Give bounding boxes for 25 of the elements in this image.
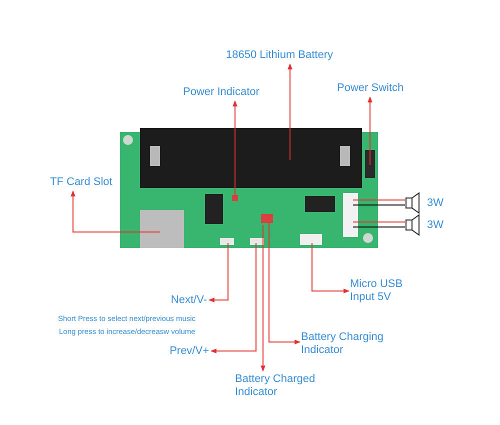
picture (120, 128, 378, 248)
callout-label: Power Switch (337, 82, 409, 95)
callout-label: Micro USB Input 5V (350, 278, 425, 304)
callout-label: TF Card Slot (50, 176, 120, 189)
speaker-icon (406, 192, 420, 214)
leader-arrow (210, 242, 256, 354)
wire (352, 204, 406, 206)
leader-arrow (70, 190, 160, 232)
leader-arrow (368, 96, 372, 166)
callout-label: 18650 Lithium Battery (226, 49, 346, 62)
speaker-icon (406, 214, 420, 236)
callout-label: Battery Charged Indicator (235, 373, 330, 399)
callout-label: Power Indicator (183, 86, 273, 99)
callout-label: Battery Charging Indicator (301, 331, 396, 357)
wattage-label: 3W (427, 197, 444, 210)
wire (352, 226, 406, 228)
wattage-label: 3W (427, 219, 444, 232)
leader-arrow (232, 100, 238, 198)
leader-arrow (268, 222, 301, 344)
leader-arrow (288, 63, 292, 160)
callout-label: Next/V- (160, 294, 207, 307)
leader-arrow (208, 242, 228, 302)
callout-label: Prev/V+ (160, 345, 209, 358)
leader-arrow (260, 224, 266, 372)
leader-arrow (312, 242, 350, 294)
